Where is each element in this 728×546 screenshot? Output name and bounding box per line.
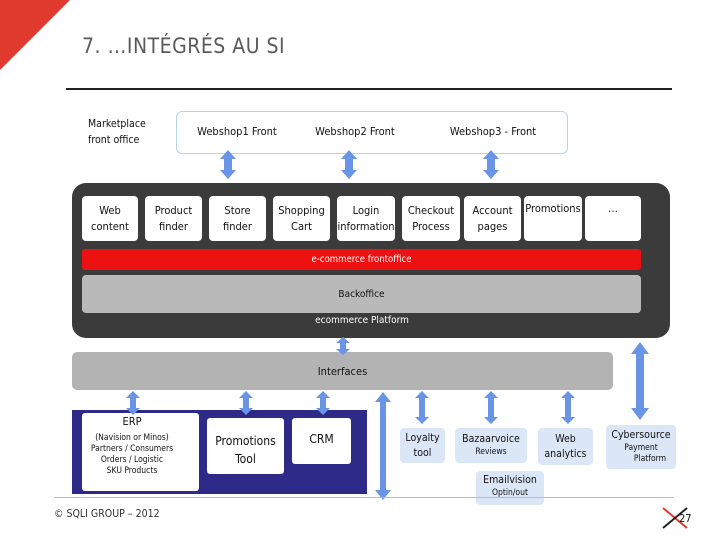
backoffice-bar: Backoffice: [82, 275, 641, 313]
erp-box[interactable]: [82, 413, 199, 491]
bazaarvoice-line: Reviews: [475, 447, 507, 457]
ecommerce-frontoffice-bar: e-commerce frontoffice: [82, 249, 641, 270]
marketplace-label-line: front office: [88, 134, 140, 146]
module-line: Cart: [291, 219, 312, 233]
crm-label: CRM: [309, 432, 334, 446]
platform-arrow: [336, 337, 350, 355]
loyalty-tool-box[interactable]: [400, 428, 445, 463]
web-analytics-box[interactable]: [538, 428, 593, 465]
corner-accent: [0, 0, 70, 70]
cybersource-box[interactable]: [606, 425, 676, 469]
cybersource-line: Payment: [624, 443, 658, 453]
crm-box[interactable]: [292, 418, 351, 464]
module-line: Web: [99, 203, 121, 217]
module-line: Login: [352, 203, 380, 217]
cybersource-line: Platform: [633, 454, 667, 464]
module-line: Checkout: [407, 203, 455, 217]
slide-title: 7. …INTÉGRÉS AU SI: [82, 34, 286, 58]
emailvision-label: Emailvision Optin/out: [476, 473, 544, 499]
module-line: Process: [412, 219, 450, 233]
system-arrow: [561, 391, 575, 424]
module-web-content[interactable]: Web content: [82, 196, 138, 241]
module-more[interactable]: …: [585, 196, 641, 241]
erp-detail-line: Partners / Consumers: [90, 444, 174, 454]
system-arrow: [484, 391, 498, 424]
module-account-pages[interactable]: Account pages: [464, 196, 521, 241]
promotions-tool-line: Promotions: [215, 434, 276, 448]
interfaces-bar: Interfaces: [72, 352, 613, 390]
platform-label: ecommerce Platform: [315, 315, 409, 326]
loyalty-tool-line: tool: [413, 447, 432, 459]
webshop2-front[interactable]: Webshop2 Front: [315, 125, 395, 138]
module-line: information: [337, 219, 395, 233]
module-line: finder: [223, 219, 252, 233]
front-arrow: [483, 150, 499, 179]
cybersource-arrow: [631, 342, 649, 420]
module-line: Shopping: [278, 203, 325, 217]
promotions-tool-line: Tool: [235, 452, 256, 466]
system-arrow: [415, 391, 429, 424]
marketplace-label: Marketplace front office: [88, 116, 146, 148]
cybersource-label: Cybersource Payment Platform: [606, 428, 676, 465]
webshop1-front[interactable]: Webshop1 Front: [197, 125, 277, 138]
module-login-information[interactable]: Login information: [337, 196, 395, 241]
loyalty-tool-label: Loyalty tool: [400, 431, 445, 461]
emailvision-line: Optin/out: [492, 488, 528, 498]
erp-details: (Navision or Minos) Partners / Consumers…: [84, 433, 180, 477]
title-divider: [66, 88, 672, 90]
webshop-fronts-panel: [176, 111, 568, 154]
module-product-finder[interactable]: Product finder: [145, 196, 202, 241]
footer-divider: [54, 497, 674, 498]
erp-title: ERP: [122, 415, 142, 428]
module-promotions[interactable]: Promotions: [524, 196, 582, 241]
erp-detail-line: SKU Products: [106, 466, 158, 476]
module-line: Promotions: [525, 202, 581, 215]
erp-detail-line: (Navision or Minos): [95, 433, 169, 443]
module-checkout-process[interactable]: Checkout Process: [402, 196, 460, 241]
erp-detail-line: Orders / Logistic: [100, 455, 164, 465]
module-line: Account: [472, 203, 513, 217]
module-store-finder[interactable]: Store finder: [209, 196, 266, 241]
bazaarvoice-box[interactable]: [455, 428, 527, 463]
module-line: content: [91, 219, 129, 233]
module-line: …: [608, 202, 618, 215]
loyalty-tool-line: Loyalty: [405, 432, 440, 444]
module-line: pages: [477, 219, 508, 233]
page-number: 27: [679, 512, 692, 525]
cross-logo-icon: [662, 507, 688, 529]
module-line: finder: [159, 219, 188, 233]
interface-arrow: [126, 391, 140, 415]
bazaarvoice-line: Bazaarvoice: [462, 433, 520, 445]
web-analytics-line: Web: [555, 433, 576, 445]
promotions-tool-label: Promotions Tool: [207, 432, 284, 468]
front-arrow: [220, 150, 236, 179]
web-analytics-label: Web analytics: [538, 432, 593, 462]
emailvision-box[interactable]: [476, 471, 544, 505]
bazaarvoice-label: Bazaarvoice Reviews: [455, 432, 527, 458]
front-arrow: [341, 150, 357, 179]
module-line: Product: [154, 203, 193, 217]
copyright-footer: © SQLI GROUP – 2012: [54, 508, 160, 520]
emailvision-line: Emailvision: [483, 474, 537, 486]
interface-arrow: [316, 391, 330, 415]
module-line: Store: [224, 203, 251, 217]
web-analytics-line: analytics: [544, 448, 587, 460]
long-arrow: [375, 392, 391, 500]
interface-arrow: [239, 391, 253, 415]
cybersource-line: Cybersource: [611, 429, 671, 441]
module-shopping-cart[interactable]: Shopping Cart: [273, 196, 330, 241]
marketplace-label-line: Marketplace: [88, 118, 146, 130]
webshop3-front[interactable]: Webshop3 - Front: [449, 125, 537, 138]
promotions-tool-box[interactable]: [207, 418, 284, 474]
